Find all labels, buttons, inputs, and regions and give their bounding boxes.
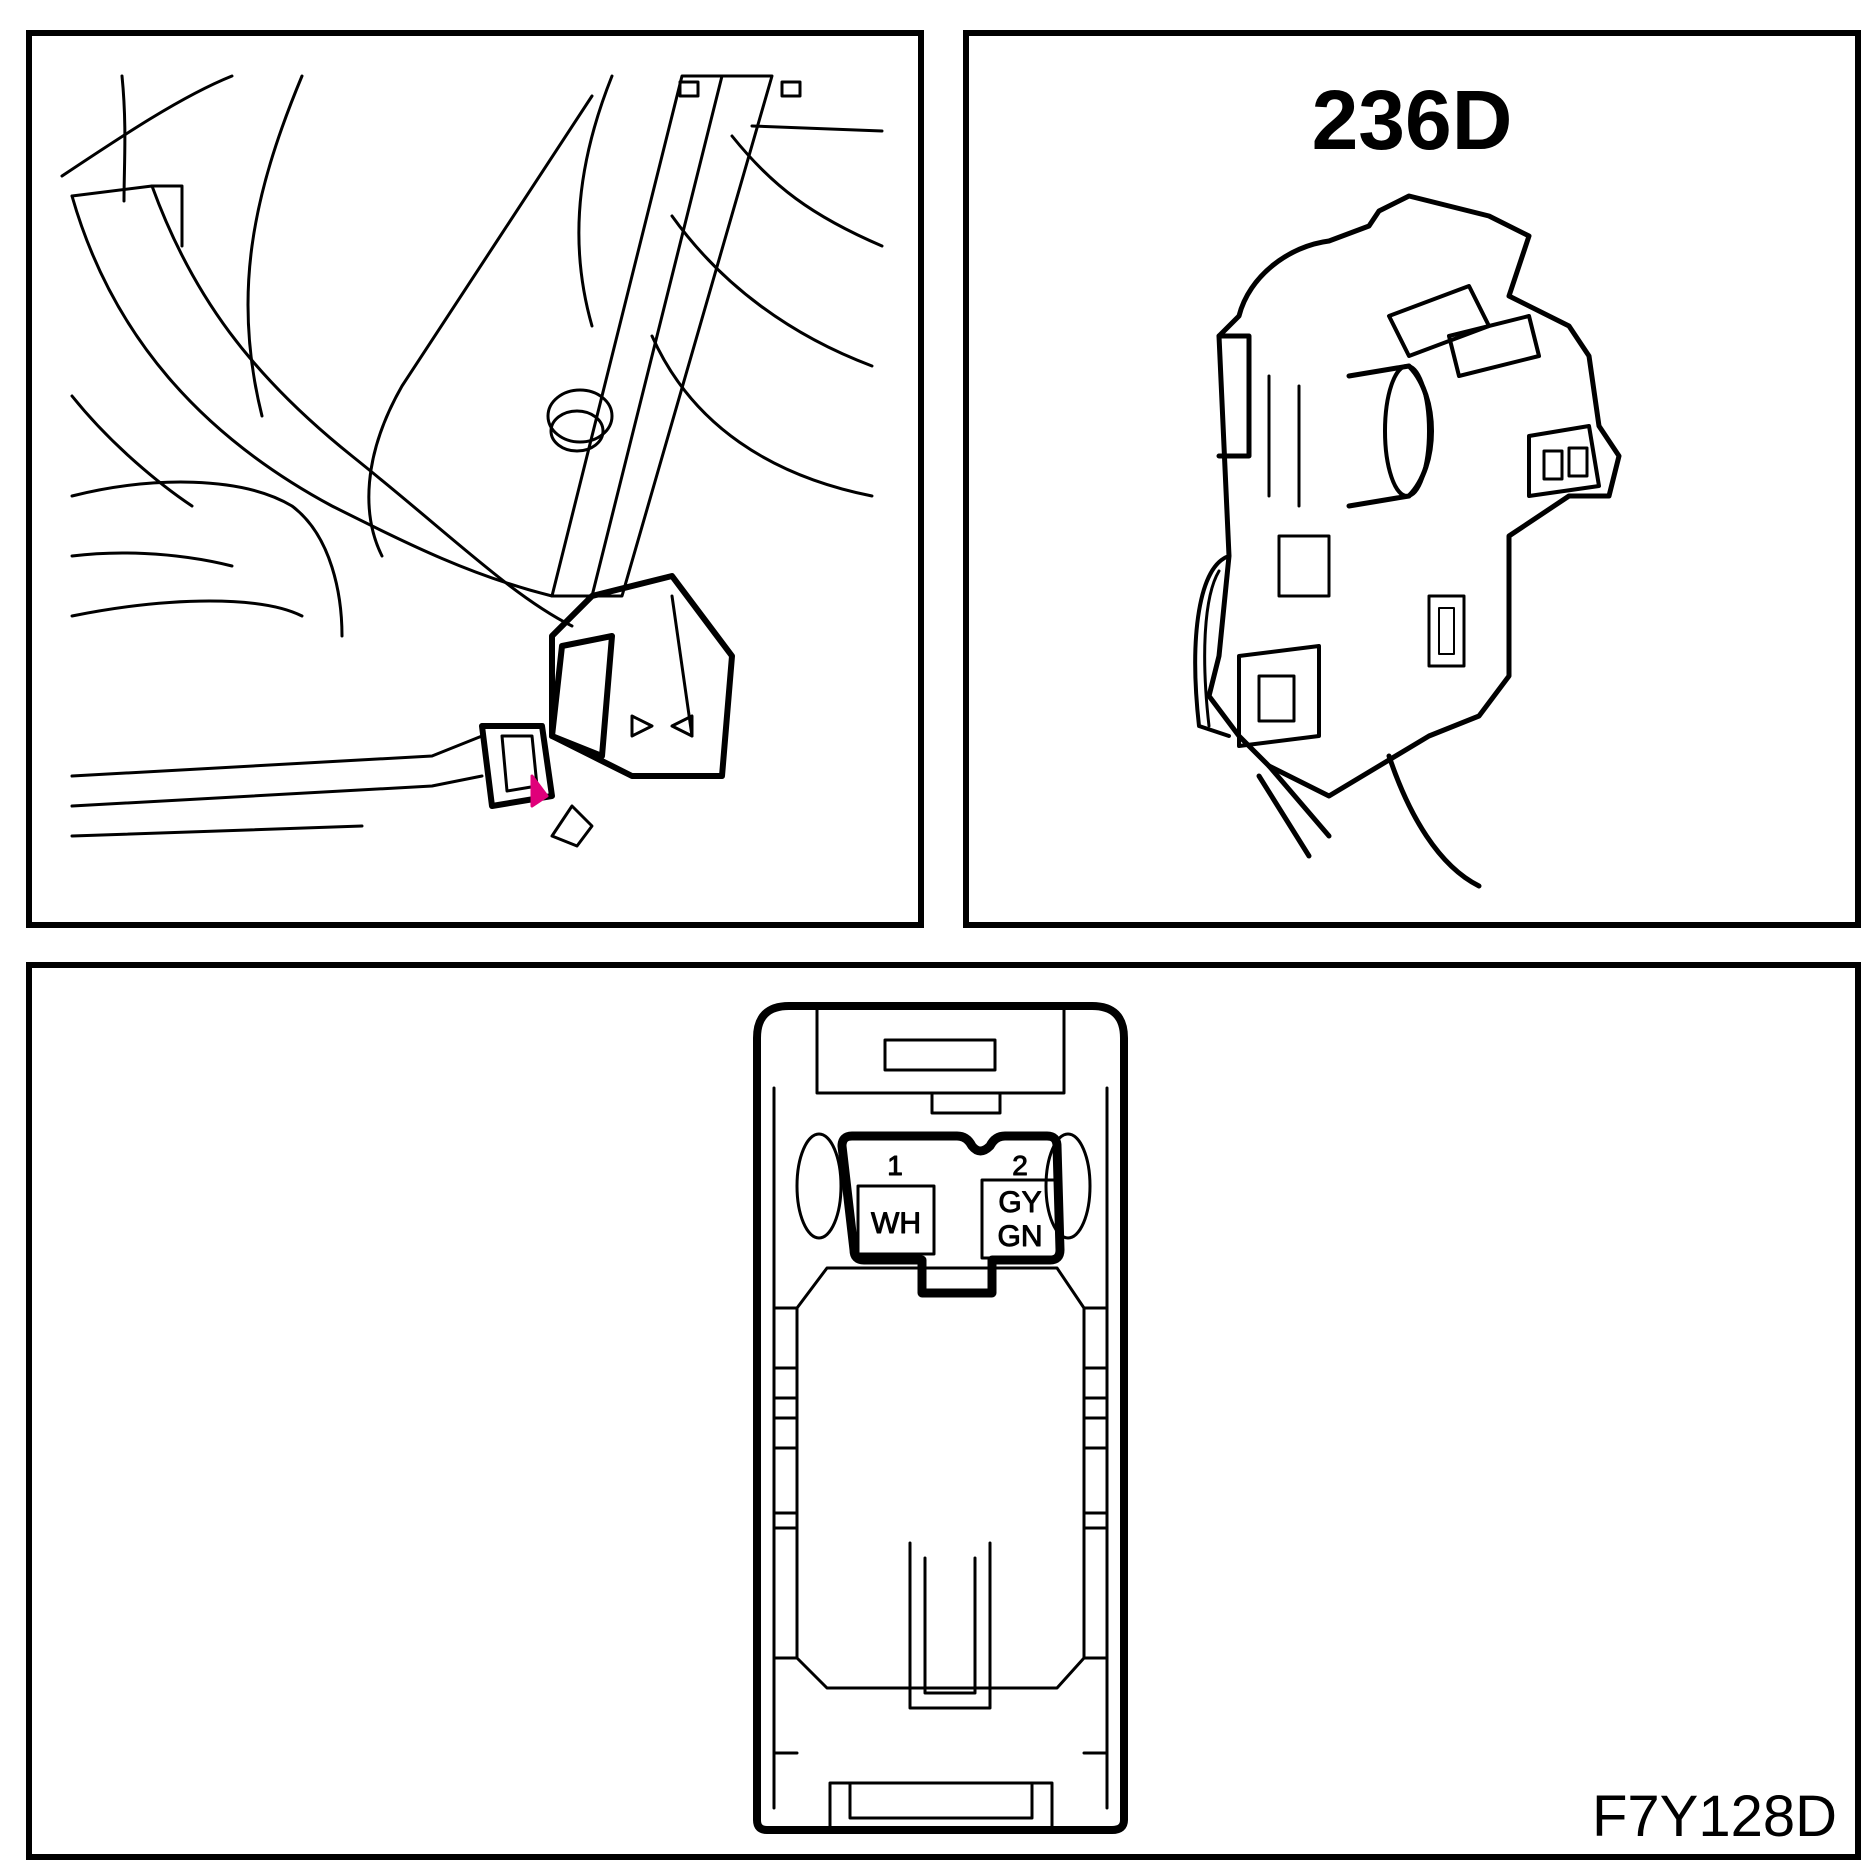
pin-2-wire-color-2: GN [998,1220,1043,1253]
connector-perspective-illustration [1193,193,1622,889]
connector-id-label: 236D [1311,73,1513,167]
pin-1-number: 1 [887,1150,903,1181]
figure-code-label: F7Y128D [1591,1784,1837,1849]
location-view-panel [26,30,924,928]
pin-2-number: 2 [1012,1150,1028,1181]
connector-perspective-panel: 236D [963,30,1861,928]
connector-body-outline [753,1002,1128,1834]
pin-cavity-outline [837,1131,1065,1298]
pin-1-cavity [856,1184,936,1256]
vehicle-location-illustration [60,74,884,848]
connector-face-panel: 1 WH 2 GY GN F7Y128D [26,962,1861,1860]
pin-2-wire-color-1: GY [998,1186,1041,1219]
pin-2-cavity [980,1178,1060,1260]
pin-1-wire-color: WH [871,1207,921,1240]
connector-face-view: 1 WH 2 GY GN [753,1002,1128,1834]
